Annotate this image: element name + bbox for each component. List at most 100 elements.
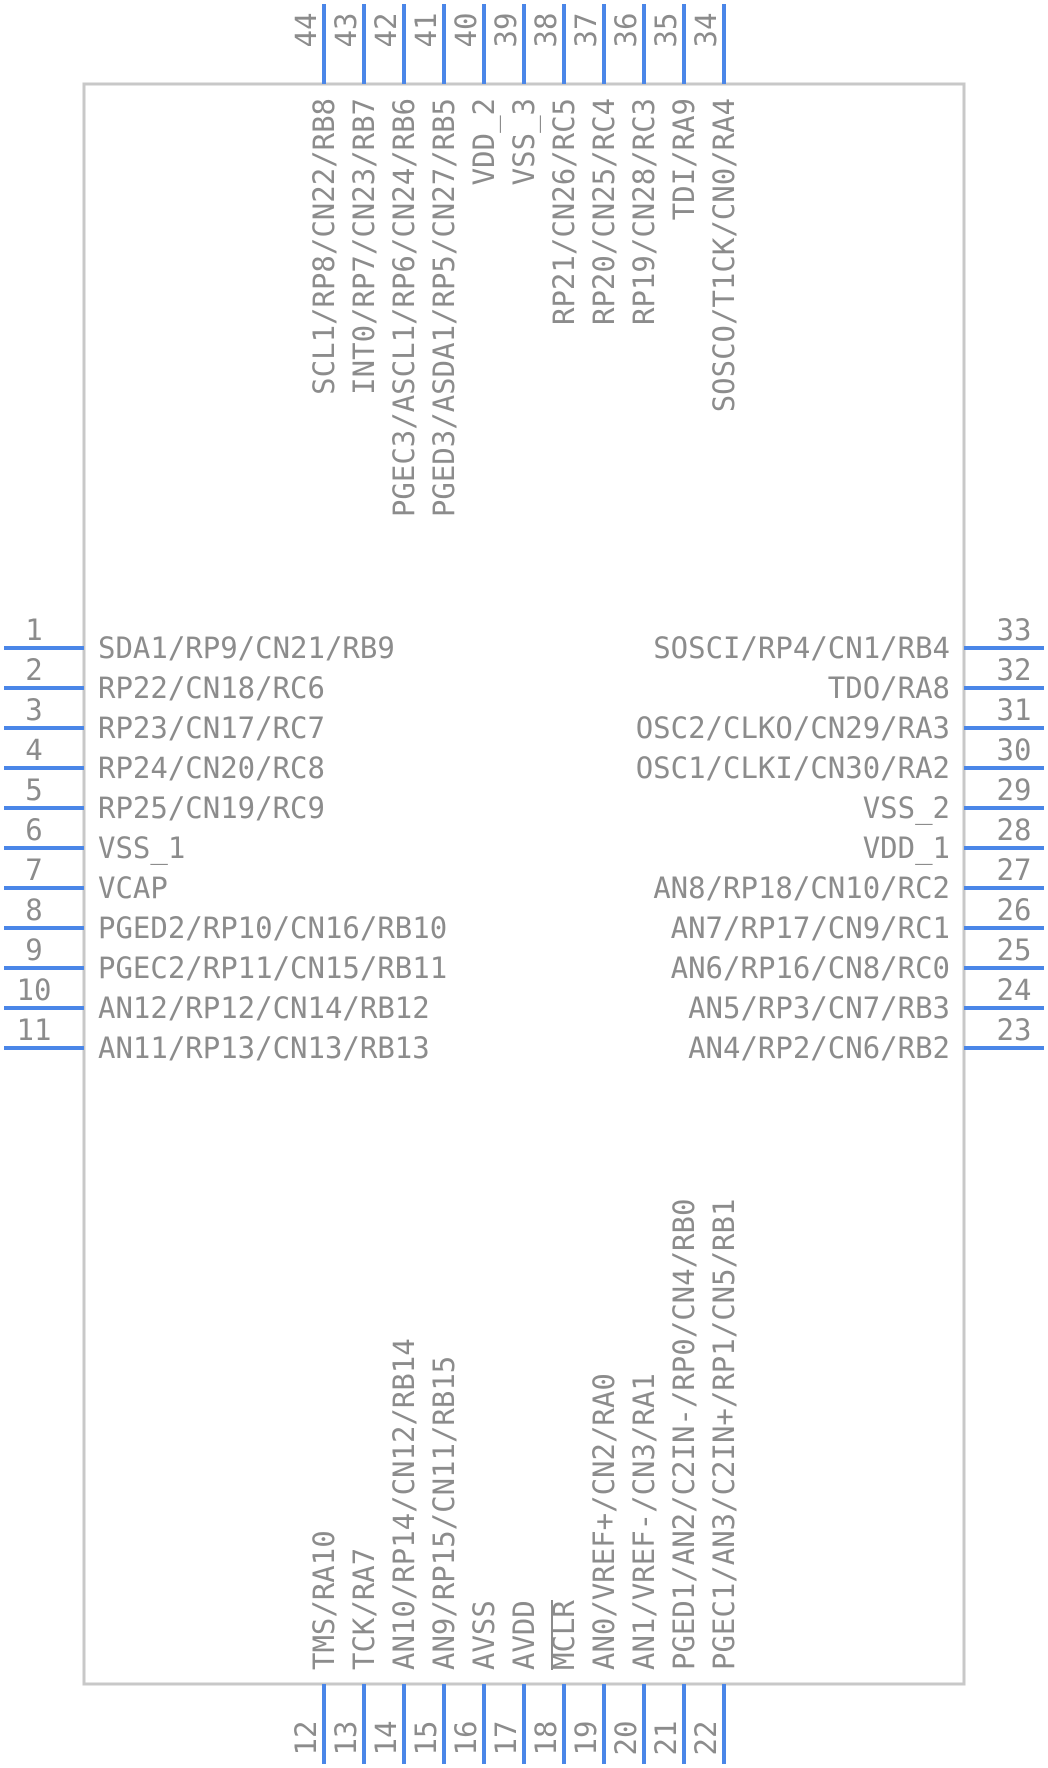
pin-number: 38 (529, 13, 563, 48)
pin-label: PGED1/AN2/C2IN-/RP0/CN4/RB0 (667, 1199, 701, 1670)
pin-number: 6 (25, 813, 42, 847)
pin-label: VDD_1 (863, 831, 950, 866)
pin-label: AVSS (467, 1600, 501, 1670)
pin-label: AN7/RP17/CN9/RC1 (671, 911, 950, 945)
pin-label: PGEC1/AN3/C2IN+/RP1/CN5/RB1 (707, 1199, 741, 1670)
pin-label: OSC1/CLKI/CN30/RA2 (636, 751, 950, 785)
pins-right: 23AN4/RP2/CN6/RB224AN5/RP3/CN7/RB325AN6/… (636, 613, 1044, 1065)
pin-label: AN11/RP13/CN13/RB13 (98, 1031, 430, 1065)
pin-15: 15 AN9/RP15/CN11/RB15 (409, 1356, 461, 1764)
pin-number: 37 (569, 13, 603, 48)
pin-number: 20 (609, 1721, 643, 1756)
pin-19: 19 AN0/VREF+/CN2/RA0 (569, 1373, 621, 1764)
pin-number: 27 (997, 853, 1032, 887)
pin-number: 43 (329, 13, 363, 48)
pin-label: VCAP (98, 871, 168, 905)
pin-number: 44 (289, 13, 323, 48)
pin-label: SOSCO/T1CK/CN0/RA4 (707, 98, 741, 412)
pin-20: 20 AN1/VREF-/CN3/RA1 (609, 1373, 661, 1764)
pin-label: SDA1/RP9/CN21/RB9 (98, 631, 395, 665)
pin-label: AN12/RP12/CN14/RB12 (98, 991, 430, 1025)
pins-top: 34SOSCO/T1CK/CN0/RA435TDI/RA936RP19/CN28… (289, 4, 741, 517)
pin-number: 33 (997, 613, 1032, 647)
pin-number: 24 (997, 973, 1032, 1007)
pin-number: 39 (489, 13, 523, 48)
pin-number: 35 (649, 13, 683, 48)
pin-number: 15 (409, 1721, 443, 1756)
pin-label: TDI/RA9 (667, 98, 701, 220)
pin-number: 21 (649, 1721, 683, 1756)
pin-label: RP25/CN19/RC9 (98, 791, 325, 825)
pin-label: SCL1/RP8/CN22/RB8 (307, 98, 341, 395)
pin-label: AN1/VREF-/CN3/RA1 (627, 1373, 661, 1670)
pin-number: 11 (17, 1013, 52, 1047)
pin-number: 26 (997, 893, 1032, 927)
pin-number: 31 (997, 693, 1032, 727)
pin-label: AN6/RP16/CN8/RC0 (671, 951, 950, 985)
pin-number: 28 (997, 813, 1032, 847)
pin-number: 10 (17, 973, 52, 1007)
pin-number: 7 (25, 853, 42, 887)
pin-label: PGEC3/ASCL1/RP6/CN24/RB6 (387, 98, 421, 517)
pin-number: 19 (569, 1721, 603, 1756)
pin-number: 30 (997, 733, 1032, 767)
pin-label: AN9/RP15/CN11/RB15 (427, 1356, 461, 1670)
pin-number: 13 (329, 1721, 363, 1756)
pin-number: 3 (25, 693, 42, 727)
pin-label: OSC2/CLKO/CN29/RA3 (636, 711, 950, 745)
pin-number: 14 (369, 1721, 403, 1756)
pin-number: 2 (25, 653, 42, 687)
pin-label: AN8/RP18/CN10/RC2 (653, 871, 950, 905)
pin-label: AN0/VREF+/CN2/RA0 (587, 1373, 621, 1670)
pin-label: PGED2/RP10/CN16/RB10 (98, 911, 447, 945)
pin-label: VSS_2 (863, 791, 950, 826)
pin-number: 4 (25, 733, 42, 767)
pin-label: RP19/CN28/RC3 (627, 98, 661, 325)
pin-number: 25 (997, 933, 1032, 967)
pin-label: PGED3/ASDA1/RP5/CN27/RB5 (427, 98, 461, 517)
ic-body (82, 82, 966, 1686)
pin-number: 32 (997, 653, 1032, 687)
pin-label: AN4/RP2/CN6/RB2 (688, 1031, 950, 1065)
pin-number: 9 (25, 933, 42, 967)
pin-label: RP21/CN26/RC5 (547, 98, 581, 325)
pin-number: 1 (25, 613, 42, 647)
pin-label: AN5/RP3/CN7/RB3 (688, 991, 950, 1025)
pin-number: 12 (289, 1721, 323, 1756)
pin-number: 18 (529, 1721, 563, 1756)
pin-label: TDO/RA8 (828, 671, 950, 705)
pin-label: VDD_2 (467, 98, 502, 185)
pin-label: SOSCI/RP4/CN1/RB4 (653, 631, 950, 665)
